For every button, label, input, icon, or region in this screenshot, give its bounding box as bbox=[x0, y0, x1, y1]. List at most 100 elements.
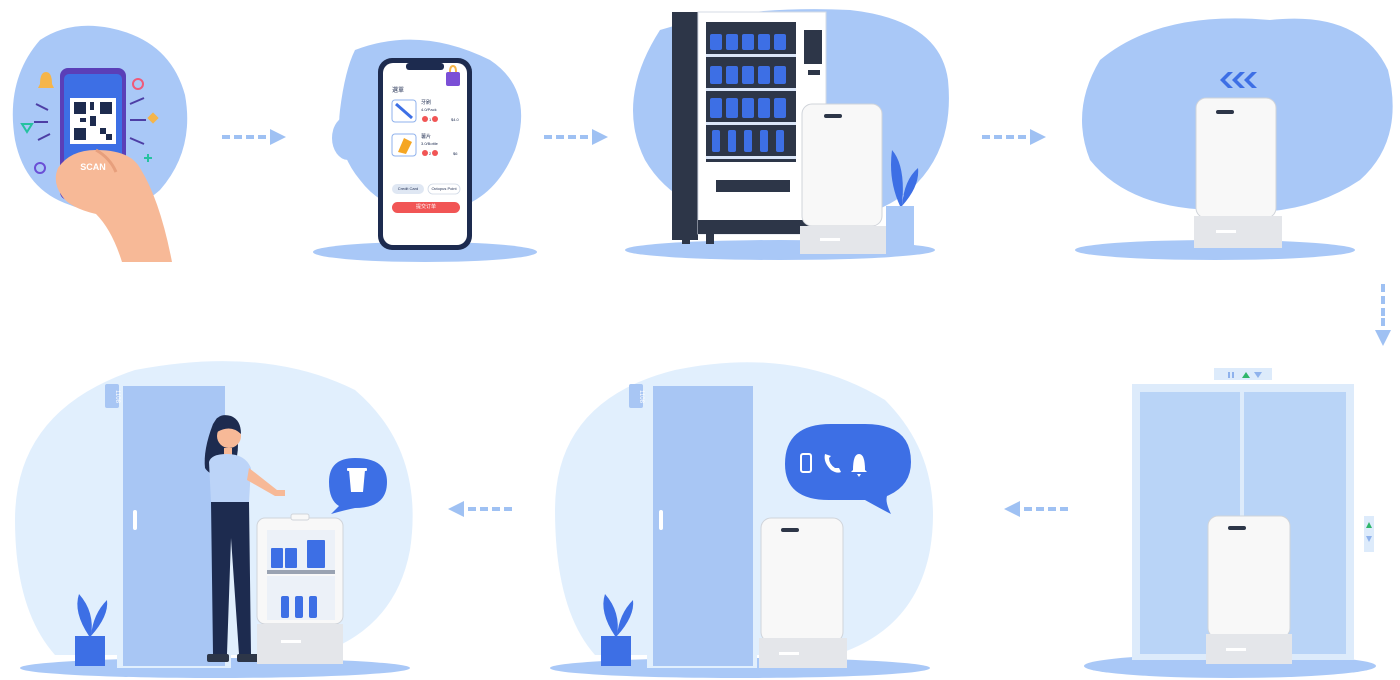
item-1-price: $4.0 bbox=[451, 117, 459, 122]
payment-octopus bbox=[427, 183, 461, 195]
order-header: 選單 bbox=[392, 88, 405, 94]
drink-shelves bbox=[710, 34, 786, 152]
toothbrush-icon bbox=[395, 102, 413, 120]
vending-illustration bbox=[625, 9, 949, 260]
thumb bbox=[95, 148, 118, 173]
chevrons-left-icon bbox=[1220, 72, 1257, 88]
notification-bubble bbox=[785, 424, 911, 514]
robot-base bbox=[800, 226, 886, 254]
notify-illustration bbox=[550, 362, 933, 678]
room-number: 1108 bbox=[114, 390, 120, 403]
item-2-name: 薯片 bbox=[421, 134, 432, 140]
order-illustration bbox=[313, 39, 537, 262]
triangle-decoration bbox=[20, 123, 34, 134]
robot-base bbox=[257, 624, 343, 664]
trousers bbox=[211, 502, 251, 654]
phone-icon bbox=[800, 453, 812, 473]
shopping-bag-icon bbox=[446, 64, 460, 86]
item-1-qty: 1 bbox=[429, 117, 432, 122]
flow-arrow-left bbox=[1004, 501, 1068, 517]
room-number: 1108 bbox=[638, 390, 644, 403]
step-order-app: 選單 牙刷 4.0/Pack 1 $4.0 薯片 3.0/Bottle 2 $6… bbox=[300, 30, 550, 270]
robot-body bbox=[1195, 97, 1277, 219]
step-customer-pickup: 1108 bbox=[5, 350, 425, 680]
floor-shadow bbox=[1075, 240, 1355, 260]
item-2-price: $6 bbox=[453, 151, 458, 156]
plus-button bbox=[432, 116, 438, 122]
flow-arrow-down bbox=[1375, 284, 1391, 346]
call-icon bbox=[824, 454, 841, 473]
robot-sensor bbox=[290, 513, 310, 521]
ring-decoration bbox=[34, 162, 46, 174]
scan-illustration bbox=[12, 25, 188, 262]
plus-button bbox=[432, 150, 438, 156]
robot-sensor bbox=[781, 528, 799, 532]
shoe bbox=[237, 654, 259, 662]
background-blob-small bbox=[332, 116, 364, 160]
item-2-qty: 2 bbox=[429, 151, 432, 156]
flow-arrow-right bbox=[222, 129, 286, 145]
robot-departing-illustration bbox=[1075, 18, 1393, 260]
hand bbox=[55, 150, 172, 262]
robot-sensor bbox=[1228, 526, 1246, 530]
bell-decoration-icon bbox=[38, 72, 54, 88]
sparkle-lines bbox=[34, 97, 146, 145]
room-plate bbox=[105, 384, 119, 408]
payment-credit-card-label: Credit Card bbox=[397, 186, 419, 191]
robot-body bbox=[1207, 515, 1291, 639]
robot-base bbox=[759, 638, 847, 668]
plant-pot bbox=[886, 206, 914, 246]
plant-pot bbox=[601, 636, 631, 666]
phone-notch bbox=[406, 63, 444, 70]
minus-button bbox=[422, 150, 428, 156]
vending-display bbox=[804, 30, 822, 64]
robot-body bbox=[760, 517, 844, 643]
arm bbox=[247, 468, 285, 496]
elevator-illustration bbox=[1084, 368, 1376, 678]
robot-body bbox=[801, 103, 883, 227]
robot-base bbox=[1194, 216, 1282, 248]
step-arrive-notify: 1108 bbox=[535, 350, 945, 680]
floor-shadow bbox=[313, 242, 537, 262]
top bbox=[209, 454, 251, 502]
shoe bbox=[207, 654, 229, 662]
cup-icon bbox=[349, 470, 365, 492]
plant-leaves bbox=[77, 594, 108, 636]
robot-sensor bbox=[1216, 110, 1234, 114]
scan-label: SCAN bbox=[80, 162, 106, 172]
step-vending-pickup bbox=[620, 0, 950, 270]
neck bbox=[224, 448, 232, 456]
plant-pot bbox=[75, 636, 105, 666]
vending-tray bbox=[716, 180, 790, 192]
door bbox=[653, 386, 753, 666]
step-scan-qr: SCAN bbox=[0, 0, 200, 270]
minus-button bbox=[422, 116, 428, 122]
pickup-illustration bbox=[15, 361, 413, 678]
bell-icon bbox=[851, 454, 867, 477]
flow-arrow-right bbox=[982, 129, 1046, 145]
vending-slot bbox=[808, 70, 820, 75]
submit-order-label: 提交订单 bbox=[415, 204, 436, 210]
vending-base bbox=[698, 220, 826, 234]
submit-order-button bbox=[392, 202, 460, 213]
payment-credit-card bbox=[392, 184, 424, 194]
chips-icon bbox=[398, 138, 412, 154]
ring-decoration bbox=[132, 78, 144, 90]
payment-octopus-label: Octopus Point bbox=[431, 186, 457, 191]
plant-leaves bbox=[891, 150, 919, 206]
vending-machine-side bbox=[672, 12, 698, 240]
elevator-indicator bbox=[1214, 368, 1272, 380]
item-1-unit: 4.0/Pack bbox=[421, 107, 437, 112]
robot-sensor bbox=[824, 114, 842, 118]
room-plate bbox=[629, 384, 643, 408]
step-robot-departing bbox=[1070, 0, 1400, 270]
hair-top bbox=[213, 415, 241, 434]
door-handle bbox=[659, 510, 663, 530]
customer-figure bbox=[204, 415, 285, 662]
item-1-name: 牙刷 bbox=[421, 100, 432, 106]
robot-cargo bbox=[271, 540, 325, 618]
door bbox=[123, 386, 225, 666]
elevator-call-panel bbox=[1364, 516, 1374, 552]
door-handle bbox=[133, 510, 137, 530]
plus-decoration bbox=[144, 154, 152, 162]
